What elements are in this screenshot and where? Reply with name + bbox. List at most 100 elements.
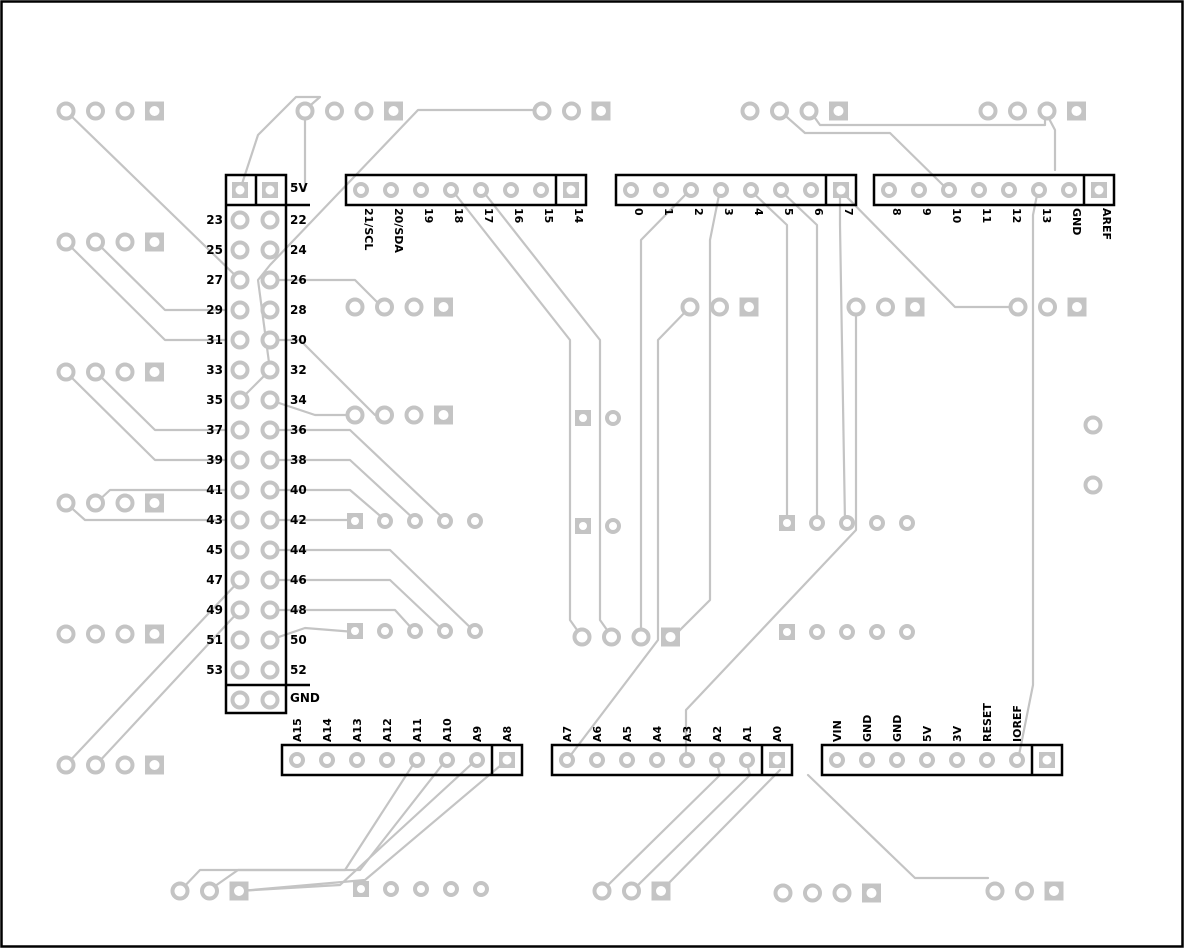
connector-b-pad-1 xyxy=(325,101,344,121)
mega-right-label-28: 28 xyxy=(290,303,307,317)
connector-c-pad-0 xyxy=(532,101,552,121)
hdr-digital-low-pin-6 xyxy=(803,182,819,198)
connector-h-pad-0 xyxy=(56,493,76,513)
hdr-power-pin-7 xyxy=(1039,752,1055,768)
hdr-power-pin-1 xyxy=(859,752,875,768)
trace-18 xyxy=(268,548,477,634)
mega-left-pin-45 xyxy=(230,540,250,560)
hdr-digital-high-label-6: GND xyxy=(1070,208,1083,235)
hdr-digital-high-label-2: 10 xyxy=(950,208,963,224)
mount-hole-lower xyxy=(1083,475,1103,495)
hdr-analog-high-label-1: A14 xyxy=(321,718,334,742)
hdr-analog-low-label-5: A2 xyxy=(711,726,724,742)
trace-21 xyxy=(268,626,357,642)
connector-j-pad-2 xyxy=(115,755,135,775)
trace-16 xyxy=(268,488,387,522)
trace-8 xyxy=(94,608,242,767)
terminal-a-pad-3 xyxy=(437,513,453,529)
mega-left-pin-35 xyxy=(230,390,250,410)
mega-left-label-35: 35 xyxy=(206,393,223,407)
connector-j-pad-1 xyxy=(86,755,105,775)
connector-c-pad-1 xyxy=(562,101,581,121)
terminal-a-pad-0 xyxy=(347,513,363,529)
mega-left-label-33: 33 xyxy=(206,363,223,377)
connector-n-pad-2 xyxy=(905,297,925,317)
trace-28 xyxy=(838,188,847,525)
connector-a-pad-2 xyxy=(115,101,135,121)
connector-m-pad-2 xyxy=(739,297,759,317)
hdr-analog-high-label-7: A8 xyxy=(501,726,514,742)
hdr-digital-low-pin-4 xyxy=(743,182,759,198)
hdr-power-pin-2 xyxy=(889,752,905,768)
hdr-power-label-2: GND xyxy=(891,715,904,742)
terminal-b-pad-2 xyxy=(407,623,423,639)
connector-a-pad-3 xyxy=(145,101,164,121)
connector-p-pad-2 xyxy=(229,881,249,901)
trace-39 xyxy=(238,758,509,893)
trace-26 xyxy=(748,188,789,525)
mega-right-label-32: 32 xyxy=(290,363,307,377)
mega-left-pin-31 xyxy=(230,330,250,350)
hdr-analog-high-pin-6 xyxy=(469,752,485,768)
connector-f-pad-0 xyxy=(56,232,76,252)
connector-r-pad-1 xyxy=(803,883,822,903)
hdr-digital-low-pin-2 xyxy=(683,182,699,198)
hdr-digital-low-pin-0 xyxy=(623,182,639,198)
hdr-power-label-1: GND xyxy=(861,715,874,742)
connector-q-pad-0 xyxy=(592,881,612,901)
hdr-comm-label-5: 16 xyxy=(512,208,525,224)
terminal-c-pad-4 xyxy=(899,515,915,531)
mega-gnd-label: GND xyxy=(290,691,320,705)
mega-right-pin-50 xyxy=(260,630,280,650)
mega-right-label-36: 36 xyxy=(290,423,307,437)
connector-d-pad-0 xyxy=(740,101,760,121)
connector-t-pad-0 xyxy=(572,627,592,647)
hdr-analog-high-pin-4 xyxy=(409,752,425,768)
mega-left-pin-41 xyxy=(230,480,250,500)
hdr-digital-high-pin-0 xyxy=(881,182,897,198)
mega-left-label-25: 25 xyxy=(206,243,223,257)
mega-right-pin-46 xyxy=(260,570,280,590)
analog-low-header-outline xyxy=(550,743,794,777)
hdr-comm-pin-4 xyxy=(473,182,489,198)
connector-g-pad-1 xyxy=(86,362,105,382)
hdr-comm-label-4: 17 xyxy=(482,208,495,223)
connector-a-pad-1 xyxy=(86,101,105,121)
trace-24 xyxy=(639,188,692,639)
hdr-digital-low-label-6: 6 xyxy=(812,208,825,216)
hdr-analog-low-pin-3 xyxy=(649,752,665,768)
terminal-b-pad-3 xyxy=(437,623,453,639)
terminal-e-pad-1 xyxy=(383,881,399,897)
terminal-d-pad-0 xyxy=(779,624,795,640)
hdr-power-label-6: IOREF xyxy=(1011,705,1024,742)
mega-left-pin-49 xyxy=(230,600,250,620)
mega-left-pin-33 xyxy=(230,360,250,380)
connector-k-pad-2 xyxy=(404,297,424,317)
mega-left-label-47: 47 xyxy=(206,573,223,587)
mega-right-pin-30 xyxy=(260,330,280,350)
connector-s-pad-2 xyxy=(1044,881,1064,901)
hdr-digital-low-label-2: 2 xyxy=(692,208,705,216)
trace-27 xyxy=(778,188,819,525)
hdr-analog-high-label-2: A13 xyxy=(351,718,364,742)
mega-right-label-40: 40 xyxy=(290,483,307,497)
trace-19 xyxy=(268,578,447,634)
trace-12 xyxy=(268,338,377,417)
hdr-analog-high-pin-5 xyxy=(439,752,455,768)
connector-r-pad-3 xyxy=(862,883,881,903)
digital-high-header-outline xyxy=(872,173,1116,207)
mega-left-label-29: 29 xyxy=(206,303,223,317)
trace-14 xyxy=(268,428,447,522)
hdr-digital-high-pin-6 xyxy=(1061,182,1077,198)
mega-left-pin-27 xyxy=(230,270,250,290)
mega-right-label-34: 34 xyxy=(290,393,307,407)
hdr-analog-low-label-2: A5 xyxy=(621,726,634,742)
power-header-outline xyxy=(820,743,1064,777)
hdr-power-label-4: 3V xyxy=(951,725,964,742)
connector-g-pad-3 xyxy=(145,362,164,382)
hdr-analog-low-pin-0 xyxy=(559,752,575,768)
terminal-d-pad-3 xyxy=(869,624,885,640)
mega-right-label-46: 46 xyxy=(290,573,307,587)
connector-l-pad-1 xyxy=(375,405,394,425)
